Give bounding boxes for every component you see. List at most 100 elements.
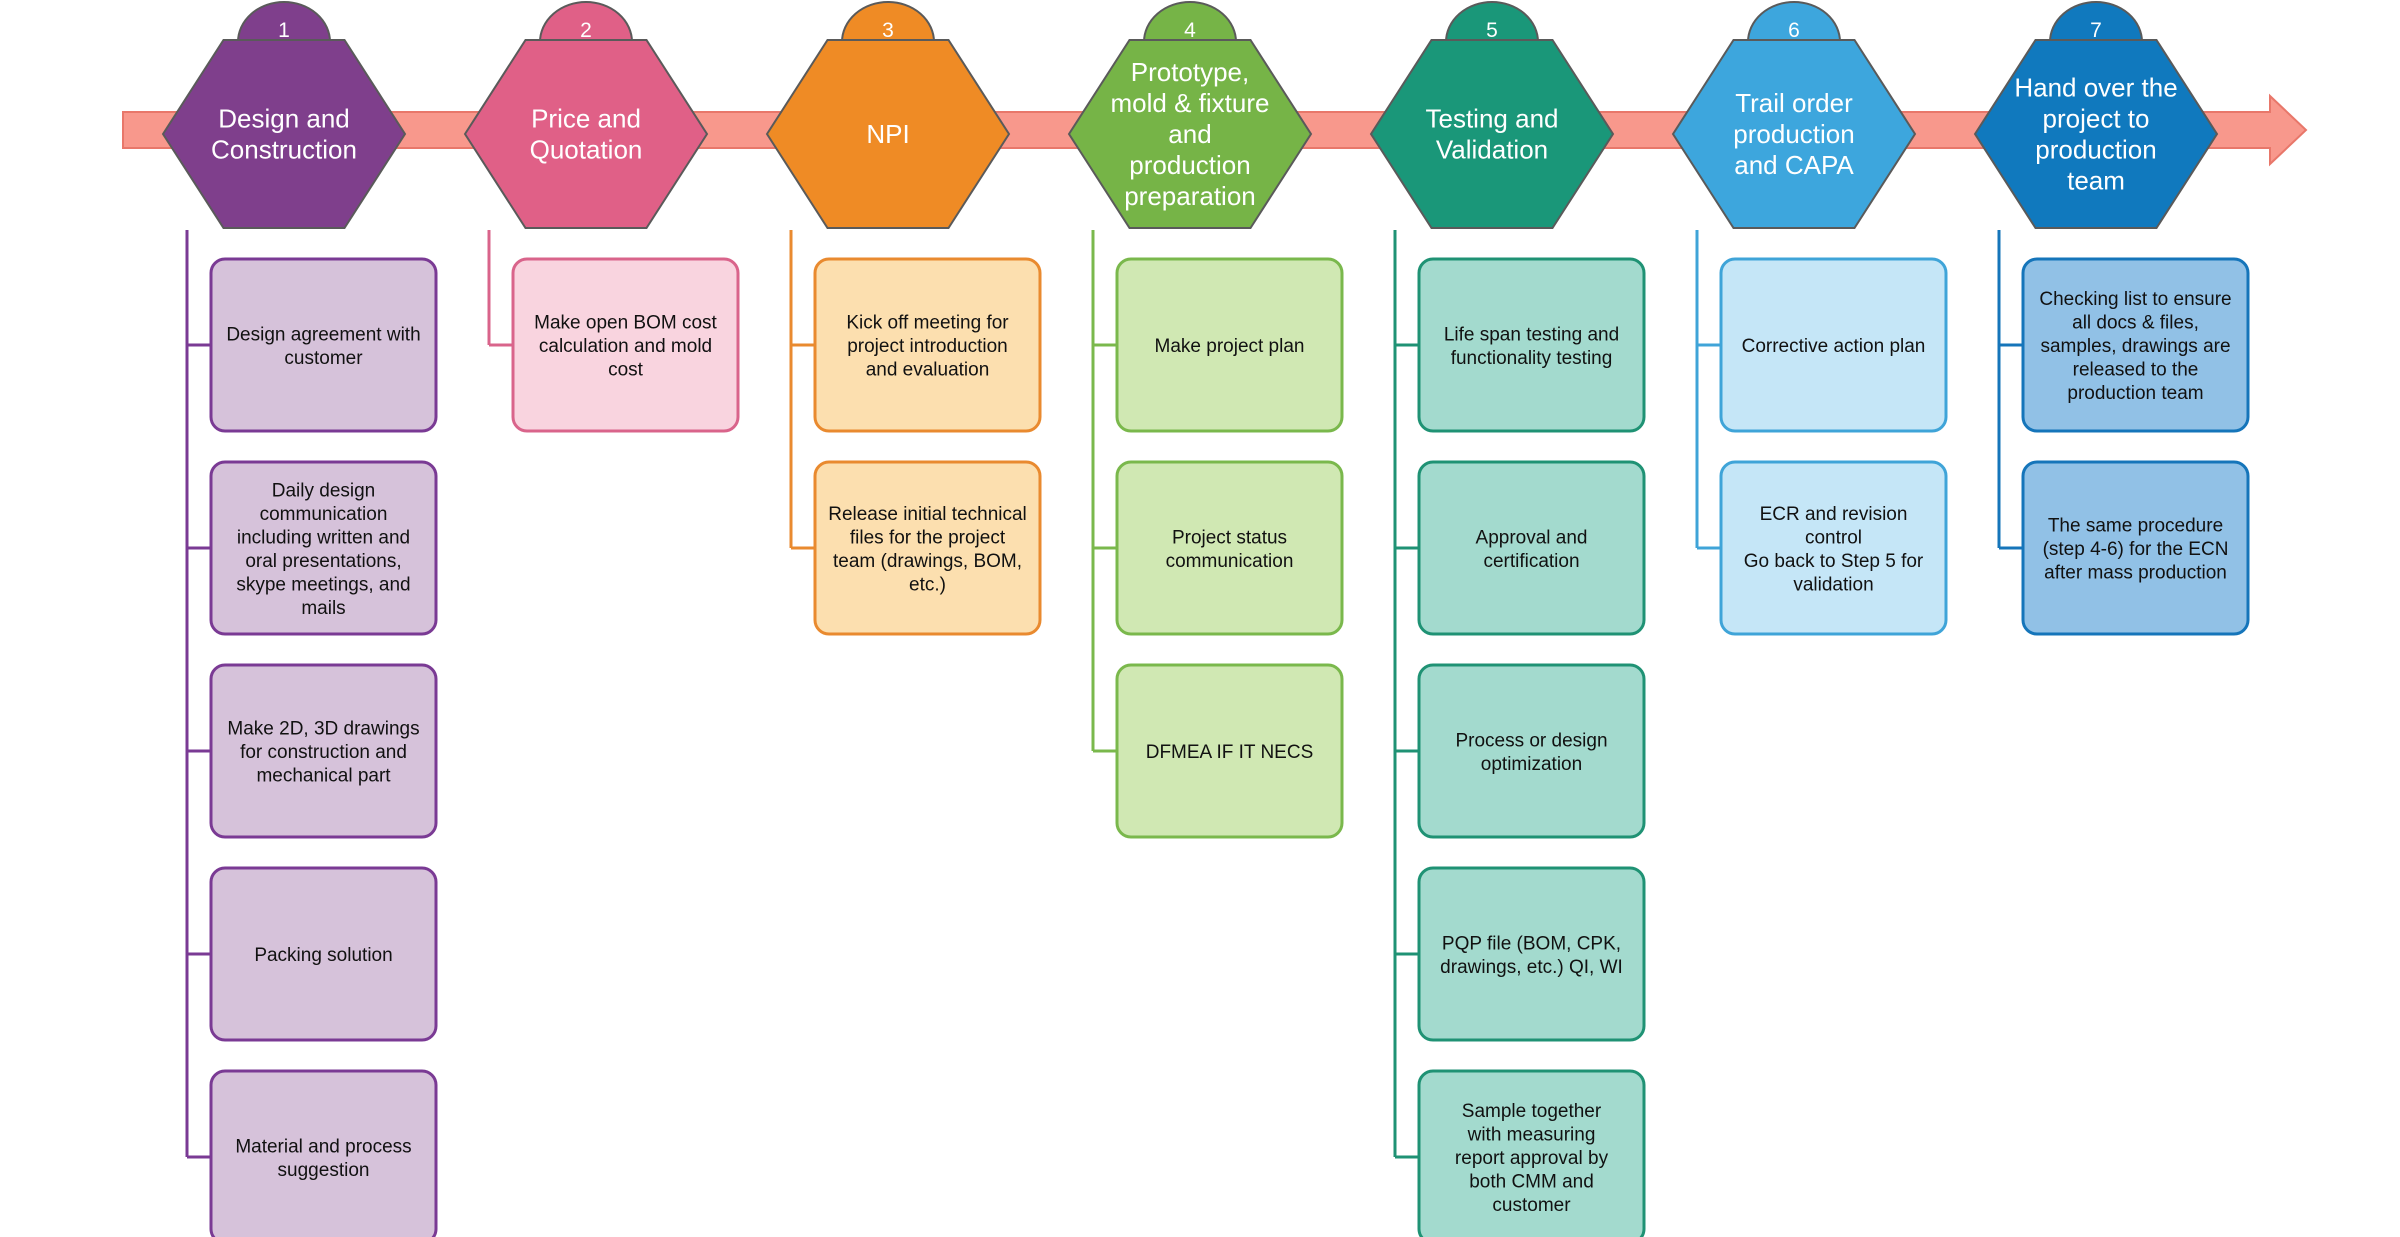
task-box-shape bbox=[1719, 460, 1948, 636]
step-number: 2 bbox=[580, 19, 592, 42]
task-text-line: project introduction bbox=[847, 336, 1008, 357]
step-title-line: Validation bbox=[1436, 135, 1548, 165]
task-box-shape bbox=[813, 257, 1042, 433]
step-title-line: Construction bbox=[211, 135, 357, 165]
task-text-line: customer bbox=[284, 348, 363, 369]
task-box-shape bbox=[209, 257, 438, 433]
task-text-line: team (drawings, BOM, bbox=[833, 551, 1022, 572]
task-text-line: control bbox=[1805, 527, 1862, 548]
task-box-shape bbox=[2021, 257, 2250, 433]
task-box-shape bbox=[1417, 257, 1646, 433]
step-title-line: team bbox=[2067, 166, 2125, 196]
task-text-line: files for the project bbox=[850, 527, 1006, 548]
task-text-line: production team bbox=[2067, 383, 2203, 404]
step-hexagon bbox=[1067, 39, 1313, 229]
step-title-line: NPI bbox=[866, 119, 909, 149]
task-text-line: released to the bbox=[2073, 360, 2199, 381]
task-text-line: validation bbox=[1793, 574, 1873, 595]
task-text-line: report approval by bbox=[1455, 1148, 1609, 1169]
task-box-shape bbox=[511, 257, 740, 433]
task-text-line: etc.) bbox=[909, 574, 946, 595]
step-title-line: Design and bbox=[218, 104, 350, 134]
step-hexagon bbox=[161, 39, 407, 229]
task-text-line: mechanical part bbox=[256, 766, 391, 787]
task-text-line: oral presentations, bbox=[245, 551, 401, 572]
step-number: 6 bbox=[1788, 19, 1800, 42]
task-box-shape bbox=[1417, 866, 1646, 1042]
task-text-line: Packing solution bbox=[254, 945, 392, 966]
task-text-line: with measuring bbox=[1467, 1125, 1596, 1146]
task-box-shape bbox=[209, 663, 438, 839]
task-box-shape bbox=[2021, 460, 2250, 636]
task-text-line: Make open BOM cost bbox=[534, 313, 717, 334]
task-text-line: Sample together bbox=[1462, 1101, 1602, 1122]
task-text-line: (step 4-6) for the ECN bbox=[2043, 539, 2229, 560]
task-text-line: customer bbox=[1492, 1195, 1571, 1216]
step-hexagon bbox=[765, 39, 1011, 229]
task-box: Packing solution bbox=[209, 866, 438, 1042]
task-text-line: and evaluation bbox=[866, 360, 990, 381]
step-title-line: and CAPA bbox=[1734, 150, 1854, 180]
step-title-line: production bbox=[2035, 135, 2156, 165]
task-text-line: for construction and bbox=[240, 742, 407, 763]
task-text-line: samples, drawings are bbox=[2040, 336, 2230, 357]
step-number: 4 bbox=[1184, 19, 1196, 42]
task-box-shape bbox=[813, 460, 1042, 636]
task-text-line: Daily design bbox=[272, 480, 376, 501]
step-hexagon bbox=[1369, 39, 1615, 229]
task-text-line: Checking list to ensure bbox=[2039, 289, 2231, 310]
task-text-line: The same procedure bbox=[2048, 516, 2223, 537]
task-box-shape bbox=[1719, 257, 1948, 433]
task-text-line: skype meetings, and bbox=[236, 574, 410, 595]
task-box: Design agreement with customer bbox=[209, 257, 438, 433]
task-text-line: optimization bbox=[1481, 754, 1582, 775]
task-box-shape bbox=[1417, 460, 1646, 636]
task-box-shape bbox=[209, 1069, 438, 1237]
task-box: Corrective action plan bbox=[1719, 257, 1948, 433]
step-title-line: and bbox=[1168, 119, 1211, 149]
task-text-line: Process or design bbox=[1455, 730, 1607, 751]
step-hexagon bbox=[463, 39, 709, 229]
step-title-line: Quotation bbox=[530, 135, 643, 165]
task-text-line: including written and bbox=[237, 527, 410, 548]
step-title-line: Price and bbox=[531, 104, 641, 134]
task-text-line: Go back to Step 5 for bbox=[1744, 551, 1924, 572]
step-title-line: Hand over the bbox=[2014, 73, 2177, 103]
task-text-line: cost bbox=[608, 360, 644, 381]
task-box: Process or design optimization bbox=[1417, 663, 1646, 839]
task-text-line: Approval and bbox=[1476, 527, 1588, 548]
step-title-line: production bbox=[1733, 119, 1854, 149]
task-text-line: ECR and revision bbox=[1760, 504, 1908, 525]
task-text-line: Project status bbox=[1172, 527, 1287, 548]
task-text-line: Kick off meeting for bbox=[846, 313, 1009, 334]
task-box-shape bbox=[1115, 460, 1344, 636]
task-box-shape bbox=[209, 460, 438, 636]
step-number: 1 bbox=[278, 19, 290, 42]
task-text-line: calculation and mold bbox=[539, 336, 712, 357]
task-text-line: communication bbox=[260, 504, 388, 525]
step-number: 7 bbox=[2090, 19, 2102, 42]
task-box-shape bbox=[1417, 1069, 1646, 1237]
task-text-line: Material and process bbox=[235, 1136, 411, 1157]
task-box-shape bbox=[1417, 663, 1646, 839]
step-hexagon bbox=[1671, 39, 1917, 229]
task-text-line: Corrective action plan bbox=[1742, 336, 1926, 357]
step-title-line: Trail order bbox=[1735, 88, 1853, 118]
task-text-line: Design agreement with bbox=[226, 324, 420, 345]
